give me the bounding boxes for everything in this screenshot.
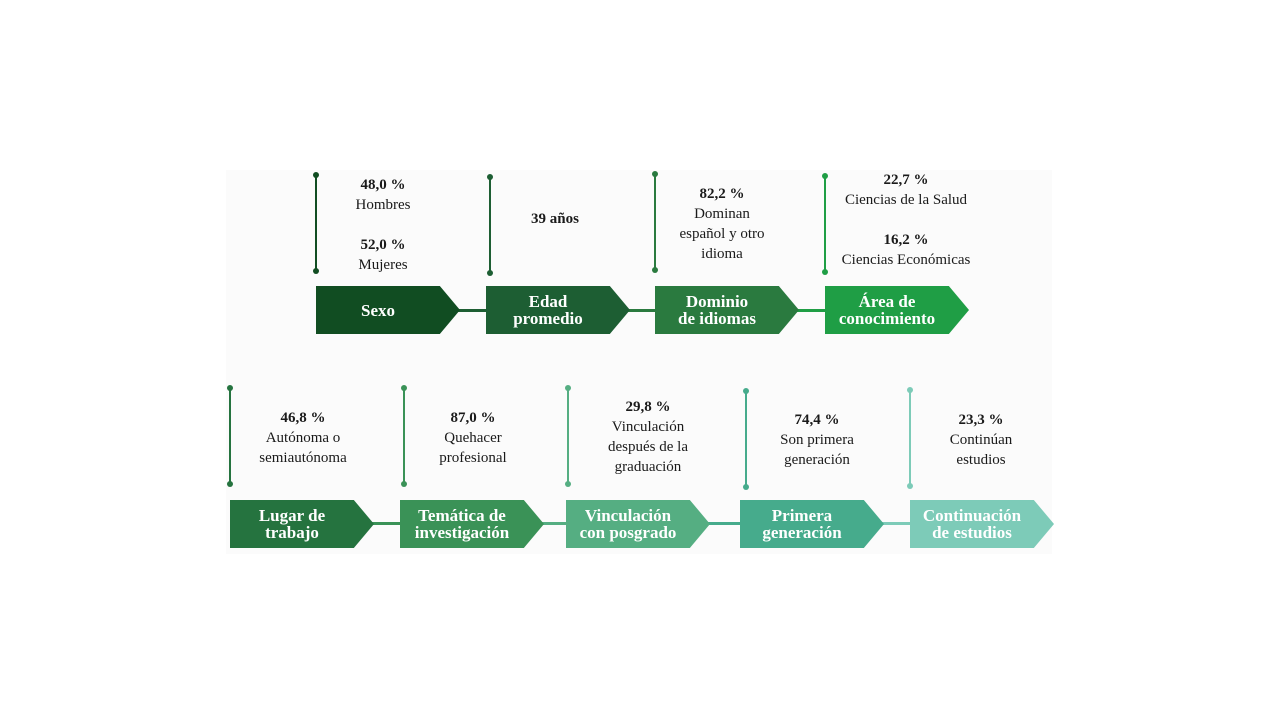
connector-row1-1 (456, 309, 488, 312)
pin-primera (743, 388, 749, 490)
info-primera: 74,4 % Son primera generación (752, 410, 882, 470)
arrow-idiomas: Dominio de idiomas (655, 286, 799, 334)
arrow-vinculacion: Vinculación con posgrado (566, 500, 710, 548)
stat-value: 87,0 % (450, 410, 496, 426)
info-edad: 39 años (492, 209, 618, 229)
connector-row1-3 (796, 309, 828, 312)
arrow-area: Área de conocimiento (825, 286, 969, 334)
stat-label: Ciencias Económicas (841, 252, 971, 268)
pin-edad (487, 174, 493, 276)
arrow-lugar: Lugar de trabajo (230, 500, 374, 548)
info-area: 22,7 % Ciencias de la Salud 16,2 % Cienc… (826, 170, 986, 270)
stat-value: 48,0 % (360, 177, 406, 193)
stat-label: Dominan español y otro idioma (679, 206, 765, 262)
stat-value: 46,8 % (280, 410, 326, 426)
stat-label: Autónoma o semiautónoma (259, 430, 347, 466)
arrow-sexo: Sexo (316, 286, 460, 334)
stat-label: Ciencias de la Salud (844, 192, 968, 208)
arrow-tematica: Temática de investigación (400, 500, 544, 548)
stat-label: Continúan estudios (949, 432, 1013, 468)
stat-label: Quehacer profesional (439, 430, 507, 466)
stat-label: Hombres (355, 197, 411, 213)
stat-value: 22,7 % (883, 172, 929, 188)
connector-row2-4 (880, 522, 912, 525)
stat-label: Vinculación después de la graduación (608, 419, 688, 475)
info-lugar: 46,8 % Autónoma o semiautónoma (240, 408, 366, 468)
pin-area (822, 173, 828, 275)
connector-row2-3 (706, 522, 742, 525)
pin-lugar (227, 385, 233, 487)
connector-row1-2 (626, 309, 658, 312)
arrow-continuacion: Continuación de estudios (910, 500, 1054, 548)
connector-row2-2 (540, 522, 568, 525)
stat-value: 39 años (531, 211, 579, 227)
pin-vinculacion (565, 385, 571, 487)
pin-continuacion (907, 387, 913, 489)
pin-tematica (401, 385, 407, 487)
stat-value: 29,8 % (625, 399, 671, 415)
pin-sexo (313, 172, 319, 274)
stat-label: Son primera generación (780, 432, 854, 468)
stat-value: 16,2 % (883, 232, 929, 248)
info-continuacion: 23,3 % Continúan estudios (916, 410, 1046, 470)
arrow-edad: Edad promedio (486, 286, 630, 334)
infographic-panel (226, 170, 1052, 554)
stat-value: 82,2 % (699, 186, 745, 202)
stat-value: 52,0 % (360, 237, 406, 253)
stat-value: 74,4 % (794, 412, 840, 428)
connector-row2-1 (370, 522, 402, 525)
info-sexo: 48,0 % Hombres 52,0 % Mujeres (322, 175, 444, 275)
info-vinculacion: 29,8 % Vinculación después de la graduac… (578, 397, 718, 477)
pin-idiomas (652, 171, 658, 273)
stat-label: Mujeres (358, 257, 408, 273)
info-idiomas: 82,2 % Dominan español y otro idioma (658, 184, 786, 264)
arrow-primera: Primera generación (740, 500, 884, 548)
info-tematica: 87,0 % Quehacer profesional (410, 408, 536, 468)
stat-value: 23,3 % (958, 412, 1004, 428)
